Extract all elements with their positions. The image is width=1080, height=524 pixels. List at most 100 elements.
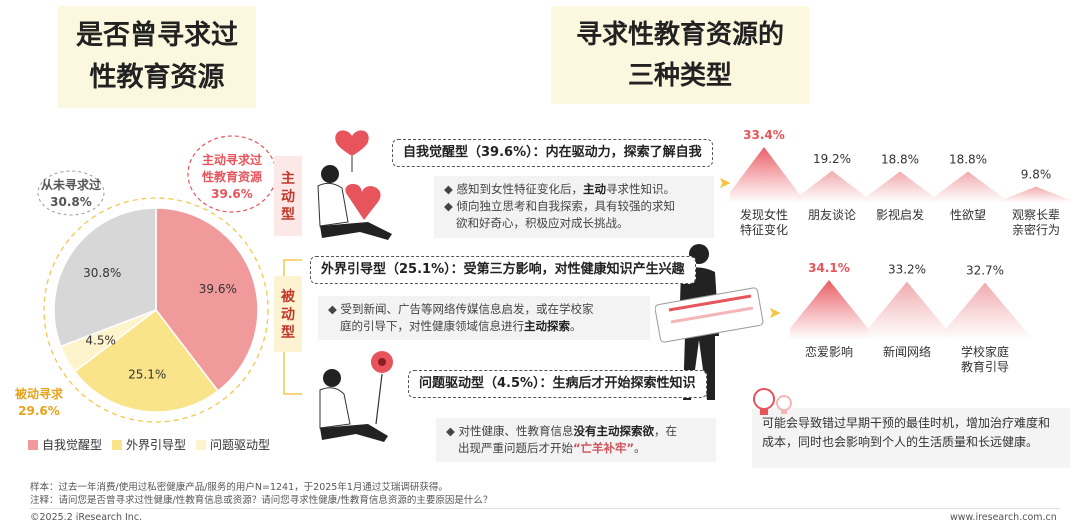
active-tag-char-3: 型 (281, 207, 295, 223)
self-desc-text-1a: ◆ 感知到女性特征变化后， (444, 182, 583, 196)
footer-sample: 样本：过去一年消费/使用过私密健康产品/服务的用户N=1241，于2025年1月… (30, 482, 448, 493)
self-desc-text-1b: 寻求性知识。 (606, 182, 675, 196)
guided-type-desc: ◆ 受到新闻、广告等网络传媒信息启发，或在学校家 庭的引导下，对性健康领域信息进… (318, 296, 650, 340)
mountain-category-2-1: 教育引导 (961, 359, 1009, 374)
footer-site: www.iresearch.com.cn (950, 512, 1057, 523)
self-desc-line-3: 欲和好奇心，积极应对成长挑战。 (456, 216, 629, 230)
problem-type-desc: ◆ 对性健康、性教育信息没有主动探索欲，在 出现严重问题后才开始“亡羊补牢”。 (436, 418, 716, 462)
right-title-line-1: 寻求性教育资源的 (575, 20, 784, 50)
mountain-2 (936, 282, 1034, 340)
pie-slice-3 (53, 207, 157, 348)
never-callout-circle (37, 170, 105, 216)
right-title-line-2: 三种类型 (627, 61, 732, 91)
pie-value-label-0: 39.6% (199, 282, 237, 296)
guided-desc-line-1: ◆ 受到新闻、广告等网络传媒信息启发，或在学校家 (328, 302, 594, 316)
active-label: 主动寻求过 性教育资源 39.6% (186, 152, 278, 203)
mountain-1 (789, 170, 875, 203)
legend-label-problem: 问题驱动型 (210, 438, 271, 452)
mountain-category-1-0: 朋友谈论 (808, 208, 856, 222)
never-label-value: 30.8% (50, 195, 92, 209)
problem-desc-text-2b: 。 (634, 441, 646, 455)
passive-tag-char-2: 动 (281, 307, 295, 323)
mountain-category-4-1: 亲密行为 (1012, 222, 1060, 237)
note-box: 可能会导致错过早期干预的最佳时机，增加治疗难度和成本，同时也会影响到个人的生活质… (752, 408, 1070, 468)
active-type-tag: 主 动 型 (275, 170, 301, 224)
self-type-bubble: 自我觉醒型（39.6%）：内在驱动力，探索了解自我 (392, 139, 713, 167)
active-tag-bg (274, 156, 302, 236)
passive-label-value: 29.6% (18, 404, 60, 418)
arrow-right-icon: ➤ (718, 173, 732, 192)
legend-swatch-problem (196, 439, 207, 450)
mountain-category-1-0: 新闻网络 (883, 344, 931, 359)
passive-tag-bg (274, 276, 302, 352)
footer-copyright: ©2025.2 iResearch Inc. (30, 512, 143, 523)
pie-value-label-2: 4.5% (85, 334, 116, 348)
passive-dashed-ring (43, 197, 269, 423)
active-label-line-2: 性教育资源 (201, 170, 262, 184)
self-desc-emph: 主动 (583, 182, 606, 196)
legend-item-problem: 问题驱动型 (196, 436, 270, 453)
never-label: 从未寻求过 30.8% (36, 177, 106, 211)
legend-swatch-guided (112, 439, 123, 450)
mountain-category-2-0: 影视启发 (876, 207, 924, 222)
mountain-category-0-0: 恋爱影响 (805, 344, 853, 359)
problem-desc-emph: 没有主动探索欲 (573, 424, 655, 438)
pie-slice-0 (155, 207, 259, 393)
problem-desc-text-2a: 出现严重问题后才开始 (458, 441, 573, 455)
mountain-4 (993, 186, 1070, 203)
mountain-1 (858, 281, 956, 340)
lightbulb-icon (753, 388, 792, 415)
guided-desc-emph: 主动探索 (524, 319, 570, 333)
guided-desc-line-2: 庭的引导下，对性健康领域信息进行主动探索。 (328, 318, 640, 335)
pie-chart: 39.6% 25.1% 4.5% 30.8% (43, 197, 269, 423)
pie-legend: 自我觉醒型 外界引导型 问题驱动型 (28, 436, 276, 453)
passive-tag-char-1: 被 (281, 289, 295, 305)
mountain-value-0: 34.1% (808, 261, 850, 275)
mountain-category-0-1: 特征变化 (740, 222, 788, 237)
legend-label-guided: 外界引导型 (126, 438, 187, 452)
woman-chart-illustration (655, 244, 764, 400)
mountain-value-1: 33.2% (888, 263, 926, 277)
mountain-category-2-0: 学校家庭 (961, 344, 1009, 359)
mountain-category-4-0: 观察长辈 (1012, 208, 1060, 222)
passive-type-tag: 被 动 型 (275, 288, 301, 342)
guided-desc-text-2a: 庭的引导下，对性健康领域信息进行 (340, 319, 524, 333)
self-type-desc: ◆ 感知到女性特征变化后，主动寻求性知识。 ◆ 倾向独立思考和自我探索，具有较强… (434, 176, 714, 238)
woman-heart-illustration (317, 130, 392, 240)
pie-value-label-3: 30.8% (83, 266, 121, 280)
pie-slice-1 (73, 308, 220, 413)
legend-swatch-self (28, 439, 38, 450)
mountain-0 (790, 280, 878, 340)
pie-value-label-1: 25.1% (128, 368, 166, 382)
passive-label: 被动寻求 29.6% (8, 386, 70, 420)
mountain-3 (925, 171, 1011, 203)
problem-type-bubble: 问题驱动型（4.5%）：生病后才开始探索性知识 (408, 370, 707, 398)
active-label-line-1: 主动寻求过 (201, 153, 262, 167)
mountain-value-4: 9.8% (1021, 168, 1052, 182)
legend-label-self: 自我觉醒型 (42, 438, 103, 452)
self-desc-line-1: ◆ 感知到女性特征变化后，主动寻求性知识。 (444, 181, 704, 198)
arrow-right-icon-2: ➤ (768, 303, 782, 322)
note-text: 可能会导致错过早期干预的最佳时机，增加治疗难度和成本，同时也会影响到个人的生活质… (762, 416, 1051, 449)
left-title-line-1: 是否曾寻求过 (76, 20, 238, 51)
passive-label-name: 被动寻求 (14, 387, 63, 401)
problem-desc-line-1: ◆ 对性健康、性教育信息没有主动探索欲，在 (446, 423, 706, 440)
legend-item-guided: 外界引导型 (112, 436, 186, 453)
active-tag-char-2: 动 (281, 189, 295, 205)
problem-desc-line-2: 出现严重问题后才开始“亡羊补牢”。 (446, 440, 706, 457)
mountain-value-2: 18.8% (881, 152, 919, 166)
mountain-category-0-0: 发现女性 (740, 207, 788, 222)
guided-type-bubble: 外界引导型（25.1%）：受第三方影响，对性健康知识产生兴趣 (310, 256, 696, 284)
self-desc-line-2: ◆ 倾向独立思考和自我探索，具有较强的求知 (444, 199, 675, 213)
left-title-line-2: 性教育资源 (89, 62, 225, 93)
active-label-value: 39.6% (211, 187, 253, 201)
active-tag-char-1: 主 (281, 171, 295, 187)
footer-note: 注释：请问您是否曾寻求过性健康/性教育信息或资源？请问您寻求性健康/性教育信息资… (30, 495, 493, 506)
mountain-value-1: 19.2% (813, 152, 851, 166)
legend-item-self: 自我觉醒型 (28, 436, 102, 453)
mountain-0 (730, 147, 807, 203)
right-title: 寻求性教育资源的 三种类型 (551, 6, 809, 104)
problem-desc-text-1a: ◆ 对性健康、性教育信息 (446, 424, 574, 438)
mountain-value-2: 32.7% (966, 263, 1004, 277)
